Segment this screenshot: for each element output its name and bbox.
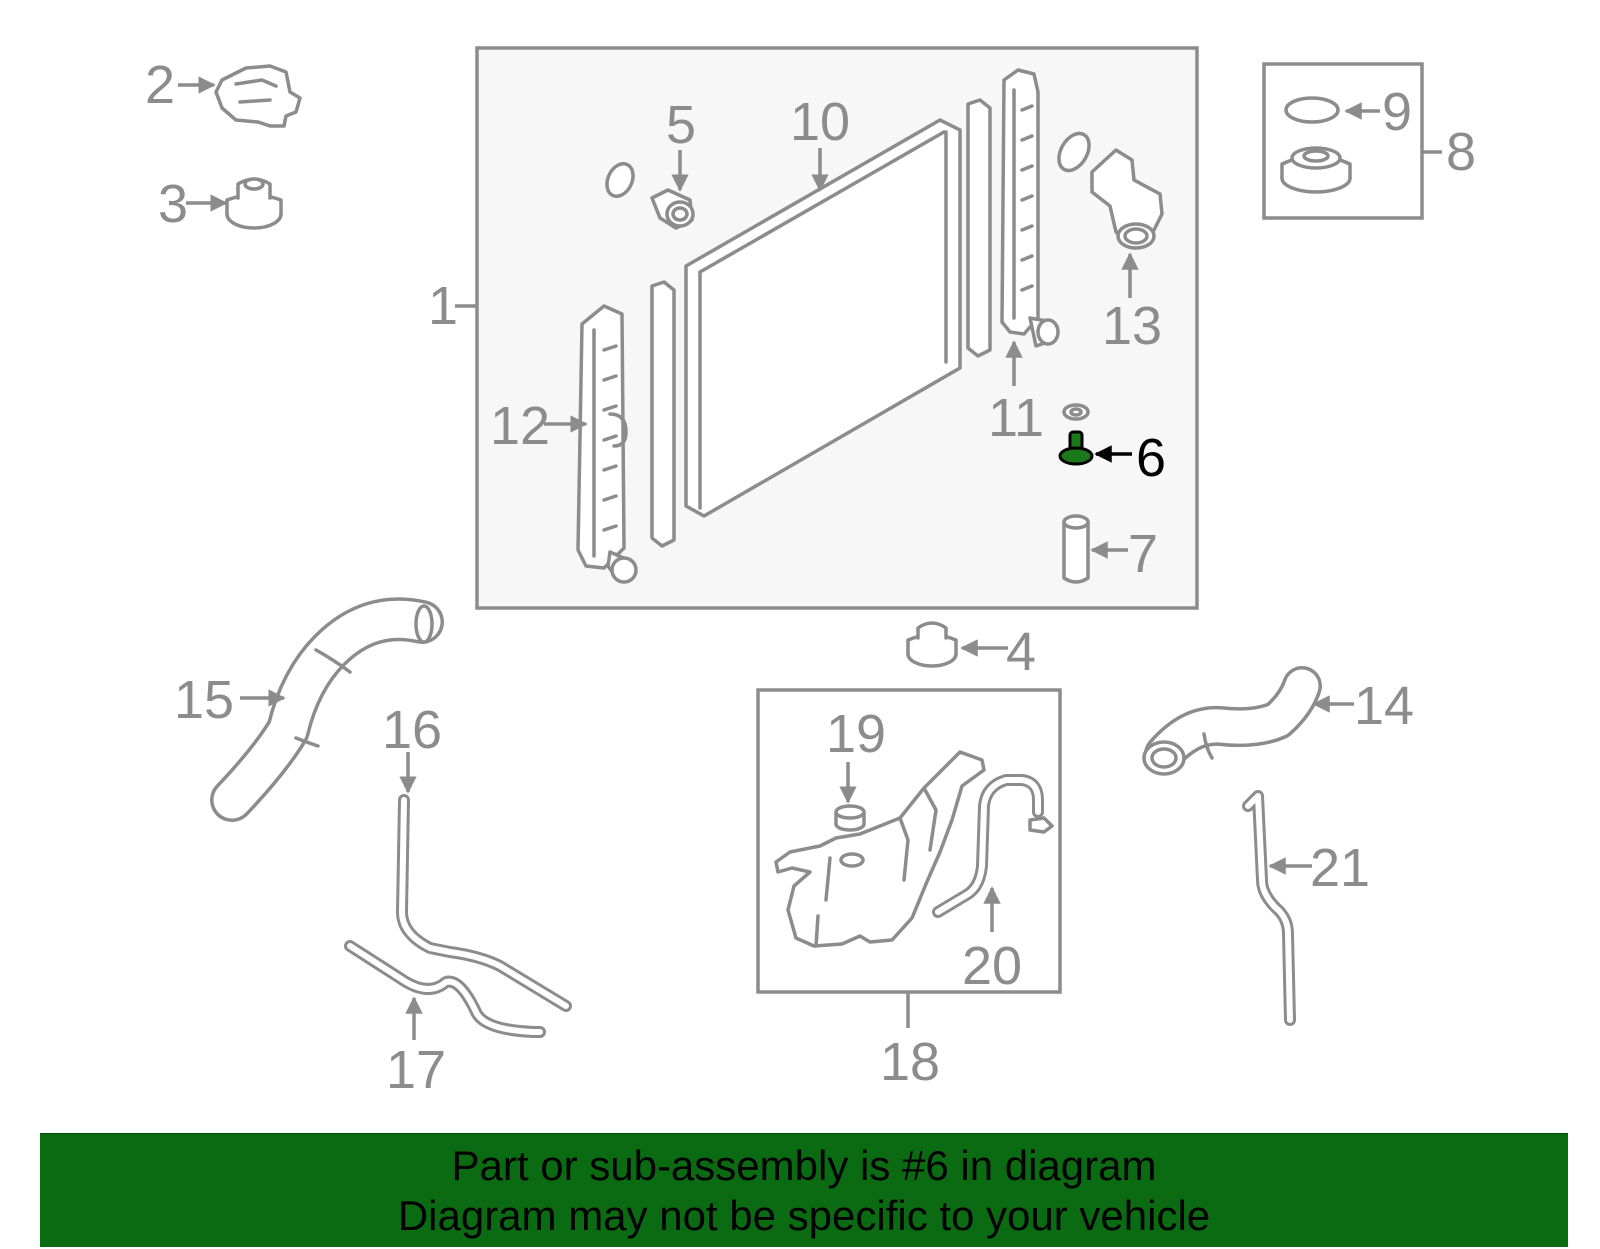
upper-radiator-hose [210, 597, 444, 822]
callout-9: 9 [1382, 82, 1412, 142]
callout-1: 1 [428, 276, 458, 336]
callout-19: 19 [826, 704, 886, 764]
callout-14: 14 [1354, 676, 1414, 736]
radiator-cap [1280, 146, 1352, 194]
bypass-tube [1242, 790, 1296, 1026]
callout-5: 5 [666, 95, 696, 155]
reservoir-overflow-hose [932, 774, 1054, 918]
radiator-core [650, 98, 992, 548]
drain-plug-highlighted [1058, 403, 1094, 466]
callout-11: 11 [988, 388, 1044, 448]
callout-17: 17 [386, 1040, 446, 1100]
callout-15: 15 [174, 670, 234, 730]
callout-8: 8 [1446, 122, 1476, 182]
callout-13: 13 [1102, 296, 1162, 356]
callout-12: 12 [490, 396, 550, 456]
callout-7: 7 [1128, 524, 1158, 584]
cap-o-ring [1284, 96, 1340, 124]
lower-mount-grommet [906, 621, 958, 668]
reservoir-hose [344, 940, 546, 1038]
callout-16: 16 [382, 700, 442, 760]
callout-10: 10 [790, 92, 850, 152]
water-outlet [1057, 131, 1164, 250]
drain-plug [605, 162, 695, 230]
callout-4: 4 [1006, 622, 1036, 682]
callout-20: 20 [962, 936, 1022, 996]
radiator-cap-box [1262, 62, 1424, 220]
banner-line-2: Diagram may not be specific to your vehi… [397, 1191, 1211, 1239]
lower-radiator-hose [1142, 666, 1322, 776]
left-side-tank [576, 304, 638, 584]
reservoir-cap [834, 804, 866, 832]
callout-2: 2 [145, 55, 175, 115]
callout-3: 3 [158, 174, 188, 234]
callout-6: 6 [1136, 428, 1166, 488]
upper-mount-bracket [214, 64, 302, 128]
callout-18: 18 [880, 1032, 940, 1092]
coolant-reservoir-tank [774, 750, 986, 948]
callout-21: 21 [1310, 838, 1370, 898]
info-banner: Part or sub-assembly is #6 in diagram Di… [40, 1133, 1568, 1247]
banner-line-1: Part or sub-assembly is #6 in diagram [451, 1141, 1157, 1189]
upper-mount-grommet [225, 177, 283, 230]
right-side-tank [1000, 68, 1060, 348]
mount-pin [1062, 514, 1090, 584]
overflow-tube [396, 794, 572, 1012]
